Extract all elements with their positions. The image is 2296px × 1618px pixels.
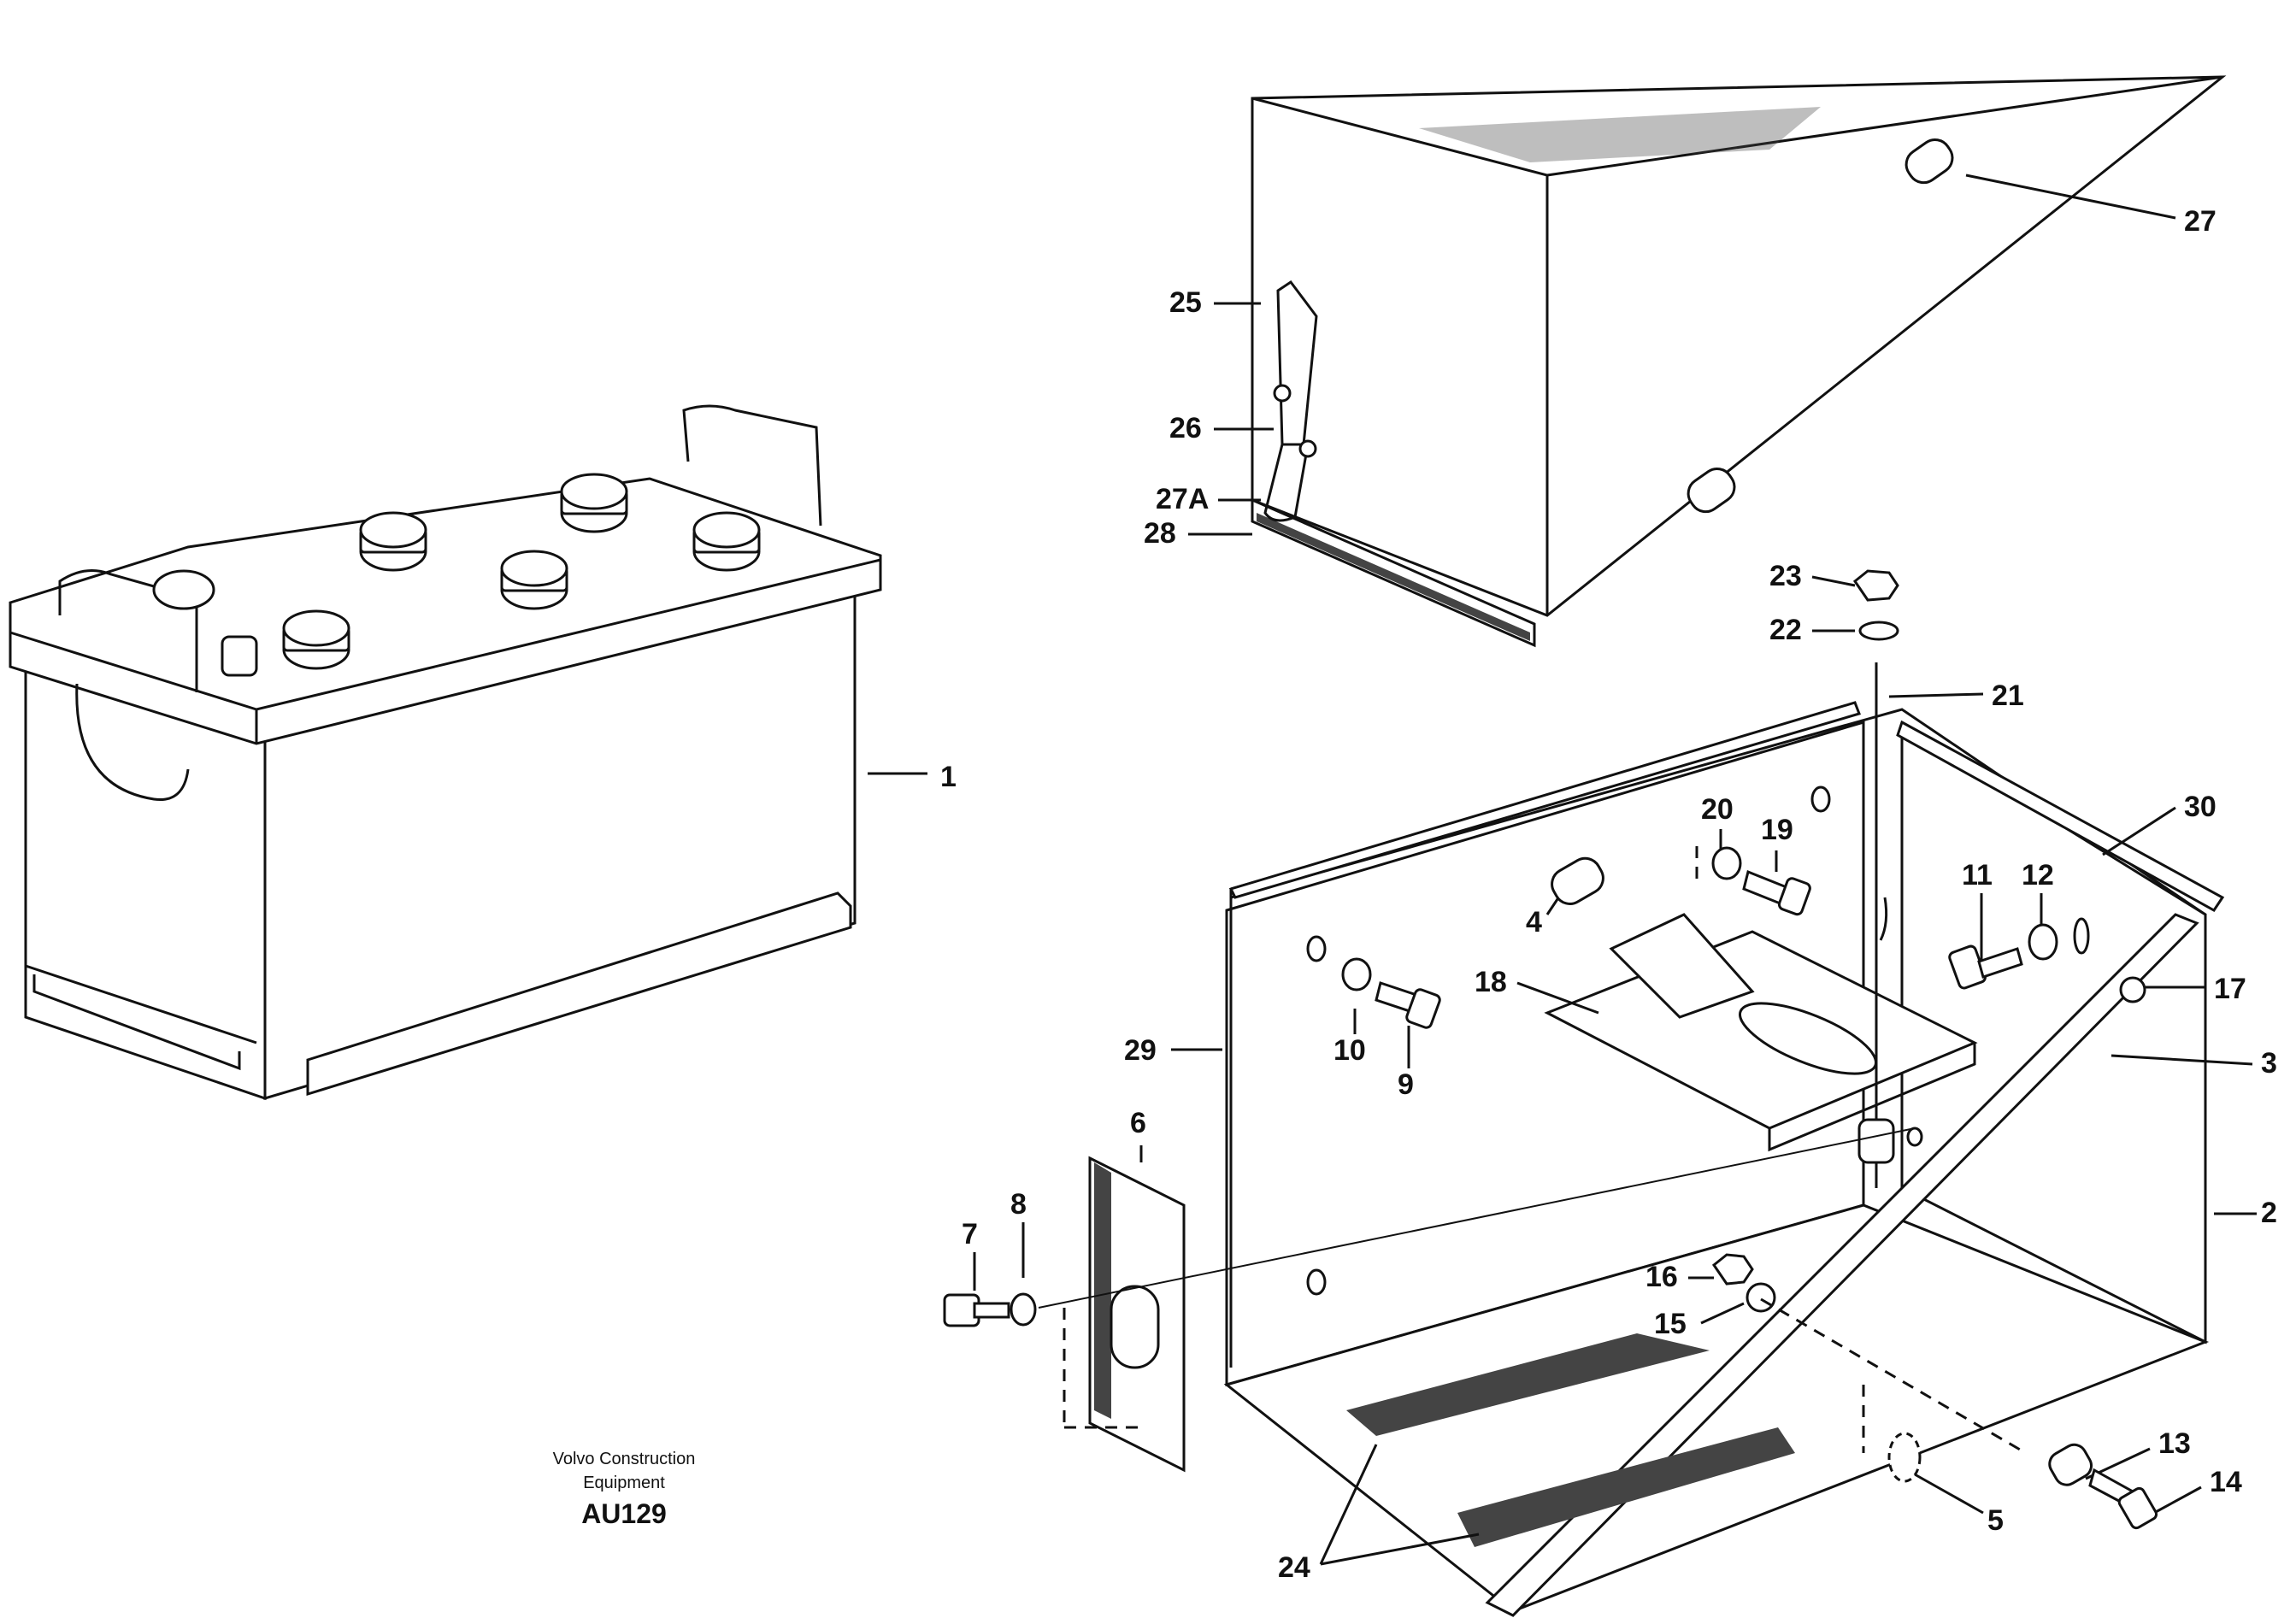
label-part-24: 24 — [1278, 1551, 1310, 1584]
label-part-1: 1 — [940, 761, 957, 793]
fasteners — [943, 569, 2158, 1530]
label-part-27a: 27A — [1156, 483, 1209, 515]
label-part-19: 19 — [1761, 814, 1793, 846]
label-part-8: 8 — [1010, 1188, 1027, 1221]
label-part-18: 18 — [1475, 966, 1507, 998]
label-part-30: 30 — [2184, 791, 2217, 823]
label-part-20: 20 — [1701, 793, 1734, 826]
label-part-3: 3 — [2261, 1047, 2277, 1080]
credit-line-1: Volvo Construction — [553, 1450, 696, 1468]
label-part-6: 6 — [1130, 1107, 1146, 1139]
label-part-13: 13 — [2158, 1427, 2191, 1460]
label-part-16: 16 — [1645, 1261, 1678, 1293]
battery-box-lid — [1251, 75, 2227, 648]
label-part-2: 2 — [2261, 1197, 2277, 1229]
label-part-11: 11 — [1962, 859, 1993, 891]
label-part-26: 26 — [1169, 412, 1202, 444]
label-part-10: 10 — [1333, 1034, 1366, 1067]
label-part-15: 15 — [1654, 1308, 1687, 1340]
label-part-29: 29 — [1124, 1034, 1157, 1067]
label-part-28: 28 — [1144, 517, 1176, 550]
label-part-17: 17 — [2214, 973, 2246, 1005]
label-part-14: 14 — [2210, 1466, 2242, 1498]
label-part-7: 7 — [962, 1218, 978, 1250]
label-part-25: 25 — [1169, 286, 1202, 319]
label-part-22: 22 — [1769, 614, 1802, 646]
battery-box — [1223, 662, 2225, 1617]
label-part-5: 5 — [1987, 1504, 2004, 1537]
label-part-23: 23 — [1769, 560, 1802, 592]
publisher-credit: Volvo Construction Equipment AU129 — [553, 1450, 696, 1529]
label-part-4: 4 — [1526, 906, 1542, 938]
credit-line-2: Equipment — [583, 1474, 665, 1492]
label-part-21: 21 — [1992, 680, 2024, 712]
label-part-27: 27 — [2184, 205, 2217, 238]
label-part-9: 9 — [1398, 1068, 1414, 1101]
credit-code: AU129 — [581, 1498, 667, 1529]
label-part-12: 12 — [2022, 859, 2054, 891]
battery — [9, 404, 882, 1101]
